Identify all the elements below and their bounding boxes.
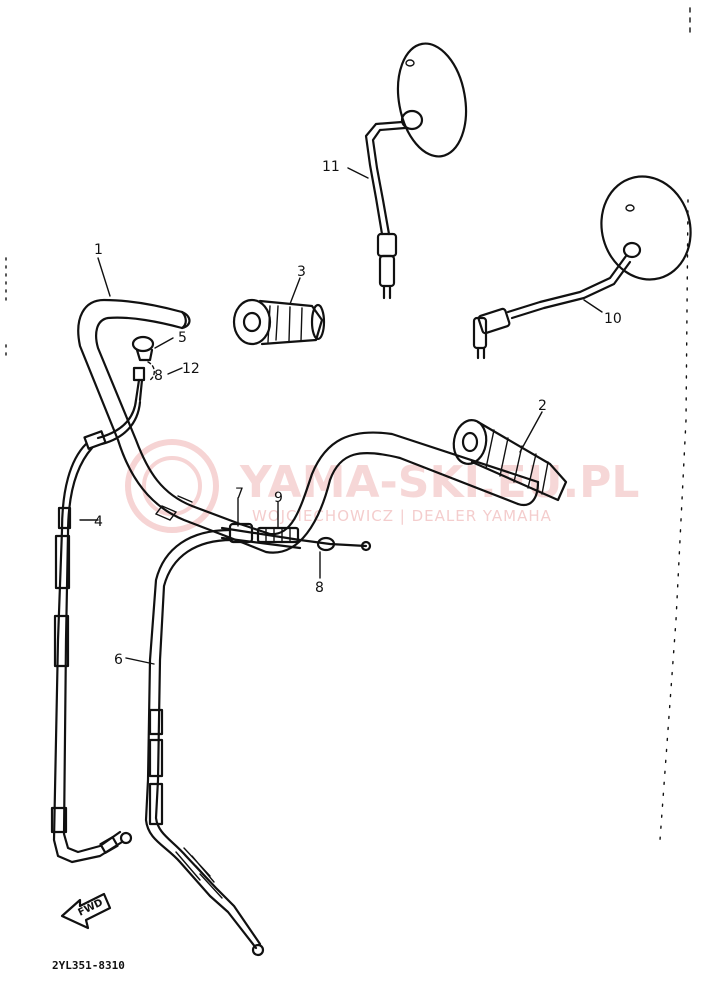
callout-5: 5 bbox=[178, 330, 187, 346]
clutch-cable-4 bbox=[50, 398, 142, 864]
handlebar-1 bbox=[77, 298, 540, 554]
callout-2: 2 bbox=[538, 398, 547, 414]
callout-3: 3 bbox=[297, 264, 306, 280]
throttle-cable-6 bbox=[144, 528, 265, 957]
grip-3 bbox=[232, 298, 326, 346]
callout-1: 1 bbox=[94, 242, 103, 258]
leader-lines bbox=[97, 167, 603, 665]
callout-6: 6 bbox=[114, 652, 123, 668]
callout-8-lower: 8 bbox=[315, 580, 324, 596]
watermark-sub-text: WOJCIECHOWICZ | DEALER YAMAHA bbox=[252, 507, 552, 525]
fastener-5-12-8 bbox=[131, 335, 183, 402]
callout-11: 11 bbox=[322, 159, 340, 175]
grip-2 bbox=[452, 419, 568, 502]
callout-7: 7 bbox=[235, 486, 244, 502]
mirror-11 bbox=[364, 42, 468, 300]
cable-adjuster-7-9-8 bbox=[220, 497, 372, 579]
callout-12: 12 bbox=[182, 361, 200, 377]
callout-10: 10 bbox=[604, 311, 622, 327]
callout-4: 4 bbox=[94, 514, 103, 530]
callout-9: 9 bbox=[274, 490, 283, 506]
page-edge-marks bbox=[5, 7, 691, 841]
watermark: YAMA-SKI.EU.PL WOJCIECHOWICZ | DEALER YA… bbox=[125, 439, 639, 533]
watermark-main-text: YAMA-SKI.EU.PL bbox=[239, 457, 639, 508]
part-code: 2YL351-8310 bbox=[52, 959, 125, 972]
callout-8-upper: 8 bbox=[154, 368, 163, 384]
fwd-arrow: FWD bbox=[60, 892, 112, 930]
mirror-10 bbox=[472, 175, 692, 360]
callout-labels: 1 2 3 4 5 6 7 8 8 9 10 11 12 bbox=[94, 159, 622, 668]
